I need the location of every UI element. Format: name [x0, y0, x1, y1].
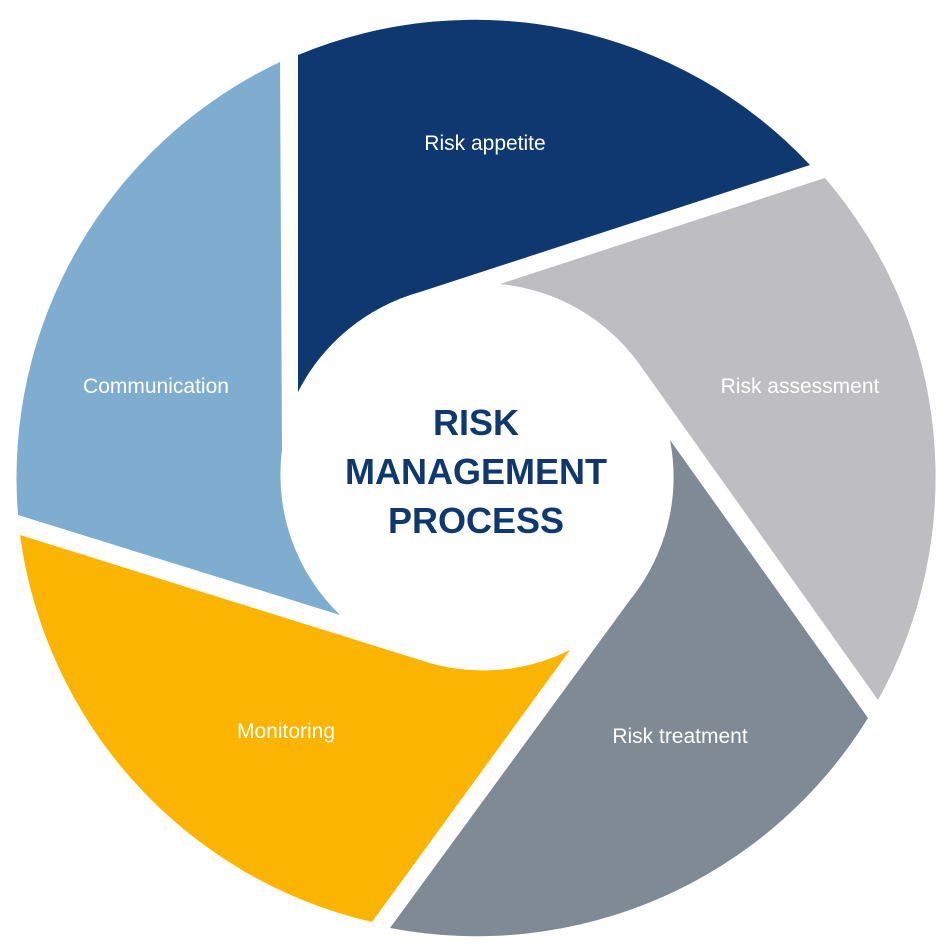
label-communication: Communication: [83, 375, 229, 398]
segment-risk-assessment: [500, 178, 936, 700]
label-risk-treatment: Risk treatment: [612, 725, 748, 748]
label-risk-appetite: Risk appetite: [424, 132, 545, 155]
segment-communication: [16, 62, 340, 615]
center-title-line-3: PROCESS: [388, 500, 564, 541]
label-risk-assessment: Risk assessment: [721, 375, 880, 398]
segment-risk-treatment: [390, 440, 868, 937]
center-title-line-2: MANAGEMENT: [345, 451, 607, 492]
segment-monitoring: [20, 535, 570, 922]
center-title-line-1: RISK: [433, 402, 519, 443]
segment-risk-appetite: [298, 19, 810, 392]
label-monitoring: Monitoring: [237, 720, 335, 743]
